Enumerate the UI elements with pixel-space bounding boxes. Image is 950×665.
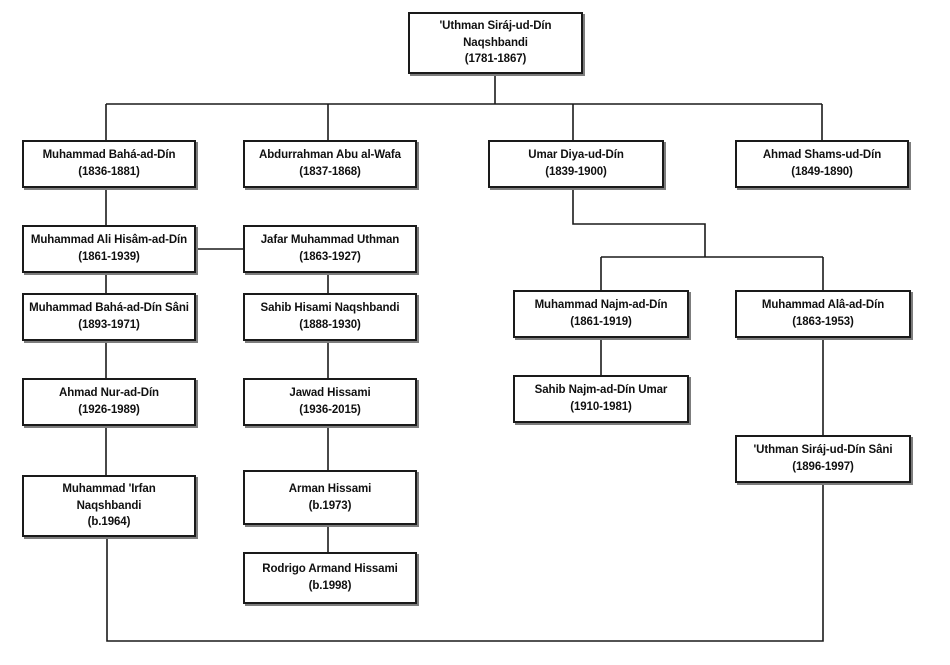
node-ahmad-nur-ad-din[interactable]: Ahmad Nur-ad-Dín (1926-1989) (22, 378, 196, 426)
node-name: Abdurrahman Abu al-Wafa (259, 149, 401, 162)
node-muhammad-ali-hisam-ad-din[interactable]: Muhammad Ali Hisâm-ad-Dín (1861-1939) (22, 225, 196, 273)
node-years: (1896-1997) (792, 461, 854, 473)
node-jafar-muhammad-uthman[interactable]: Jafar Muhammad Uthman (1863-1927) (243, 225, 417, 273)
node-muhammad-baha-ad-din-sani[interactable]: Muhammad Bahá-ad-Dín Sâni (1893-1971) (22, 293, 196, 341)
node-name: 'Uthman Siráj-ud-Dín Sâni (753, 444, 893, 457)
node-years: (1863-1927) (299, 251, 361, 263)
node-years: (1926-1989) (78, 404, 140, 416)
node-years: (1910-1981) (570, 401, 632, 413)
node-name: Jafar Muhammad Uthman (260, 234, 400, 247)
node-muhammad-najm-ad-din[interactable]: Muhammad Najm-ad-Dín (1861-1919) (513, 290, 689, 338)
connector-umar-elbow (572, 188, 706, 257)
node-name: Muhammad 'Irfan Naqshbandi (62, 482, 156, 512)
node-muhammad-irfan-naqshbandi[interactable]: Muhammad 'Irfan Naqshbandi (b.1964) (22, 475, 196, 537)
node-name: Ahmad Nur-ad-Dín (59, 387, 159, 400)
node-years: (1893-1971) (78, 319, 140, 331)
node-name: Muhammad Bahá-ad-Dín Sâni (29, 302, 189, 315)
node-name: 'Uthman Siráj-ud-Dín Naqshbandi (439, 19, 552, 49)
node-years: (1861-1939) (78, 251, 140, 263)
node-sahib-najm-ad-din-umar[interactable]: Sahib Najm-ad-Dín Umar (1910-1981) (513, 375, 689, 423)
node-years: (1781-1867) (464, 53, 527, 66)
node-umar-diya-ud-din[interactable]: Umar Diya-ud-Dín (1839-1900) (488, 140, 664, 188)
node-years: (1836-1881) (78, 166, 140, 178)
node-years: (1849-1890) (791, 166, 853, 178)
node-sahib-hisami-naqshbandi[interactable]: Sahib Hisami Naqshbandi (1888-1930) (243, 293, 417, 341)
connector-return-line (106, 483, 824, 642)
node-name: Muhammad Bahá-ad-Dín (42, 149, 176, 162)
node-name: Arman Hissami (288, 482, 372, 495)
node-jawad-hissami[interactable]: Jawad Hissami (1936-2015) (243, 378, 417, 426)
node-name: Muhammad Alâ-ad-Dín (761, 299, 885, 312)
node-years: (1839-1900) (545, 166, 607, 178)
node-years: (b.1973) (308, 499, 352, 512)
node-name: Rodrigo Armand Hissami (262, 563, 398, 576)
node-name: Sahib Hisami Naqshbandi (260, 302, 400, 315)
node-name: Jawad Hissami (289, 387, 371, 400)
node-years: (1936-2015) (299, 404, 361, 416)
node-name: Muhammad Ali Hisâm-ad-Dín (30, 234, 188, 247)
node-rodrigo-armand-hissami[interactable]: Rodrigo Armand Hissami (b.1998) (243, 552, 417, 604)
node-name: Ahmad Shams-ud-Dín (762, 149, 882, 162)
node-years: (b.1964) (87, 516, 131, 529)
node-years: (1861-1919) (570, 316, 632, 328)
node-name: Sahib Najm-ad-Dín Umar (534, 384, 668, 397)
node-years: (1863-1953) (792, 316, 854, 328)
node-arman-hissami[interactable]: Arman Hissami (b.1973) (243, 470, 417, 525)
node-ahmad-shams-ud-din[interactable]: Ahmad Shams-ud-Dín (1849-1890) (735, 140, 909, 188)
node-name: Umar Diya-ud-Dín (528, 149, 624, 162)
node-muhammad-baha-ad-din[interactable]: Muhammad Bahá-ad-Dín (1836-1881) (22, 140, 196, 188)
node-uthman-siraj-ud-din[interactable]: 'Uthman Siráj-ud-Dín Naqshbandi (1781-186… (408, 12, 583, 74)
node-years: (1888-1930) (299, 319, 361, 331)
node-name: Muhammad Najm-ad-Dín (534, 299, 668, 312)
node-years: (1837-1868) (299, 166, 361, 178)
node-uthman-siraj-ud-din-sani[interactable]: 'Uthman Siráj-ud-Dín Sâni (1896-1997) (735, 435, 911, 483)
node-abdurrahman-abu-al-wafa[interactable]: Abdurrahman Abu al-Wafa (1837-1868) (243, 140, 417, 188)
node-muhammad-ala-ad-din[interactable]: Muhammad Alâ-ad-Dín (1863-1953) (735, 290, 911, 338)
node-years: (b.1998) (308, 580, 352, 592)
